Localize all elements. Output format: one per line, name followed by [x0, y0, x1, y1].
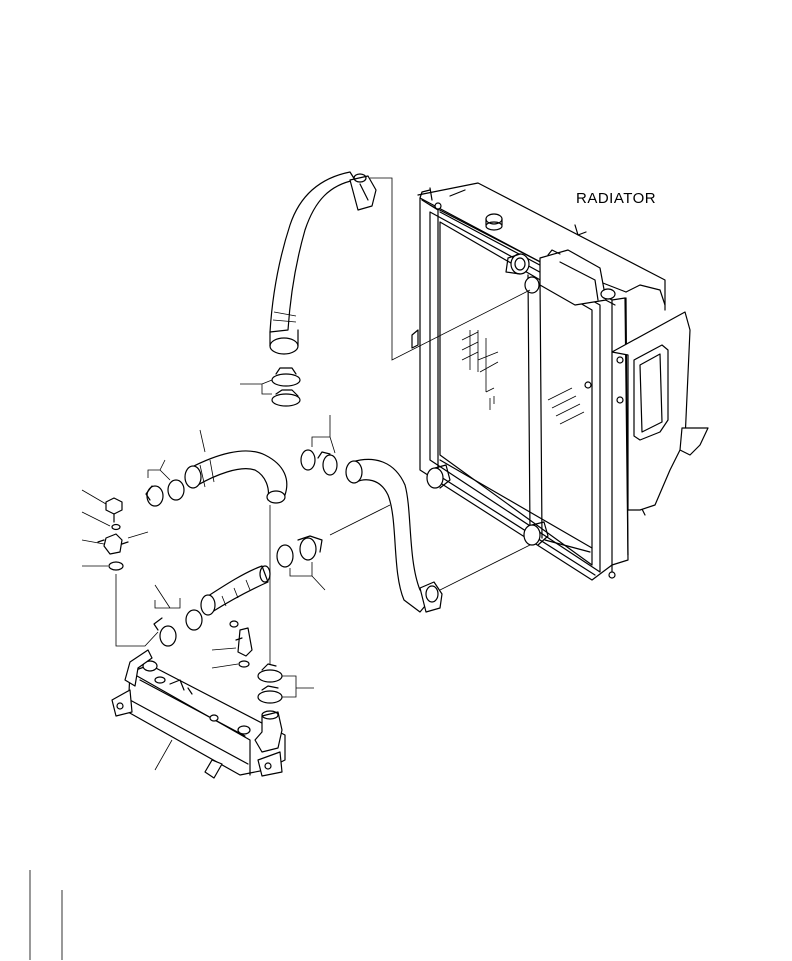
lower-radiator-hose	[329, 458, 531, 613]
cooler-hose-upper-clamps	[145, 459, 185, 507]
upper-radiator-hose	[269, 171, 531, 361]
lower-middle-clamps	[276, 535, 326, 591]
cooler-outlet-clamps	[257, 663, 314, 704]
radiator-label: RADIATOR	[576, 190, 656, 207]
cooler-hose-lower-clamps	[153, 584, 203, 647]
cooler-hose-lower	[200, 565, 271, 616]
oil-cooler	[111, 649, 286, 779]
radiator-assembly	[411, 182, 709, 581]
margin-marks	[29, 870, 63, 960]
elbow-fittings	[211, 505, 271, 669]
fittings-group	[81, 489, 159, 647]
upper-hose-clamps	[240, 367, 301, 407]
middle-hose-clamps	[300, 415, 338, 476]
cooler-hose-upper	[184, 429, 288, 504]
